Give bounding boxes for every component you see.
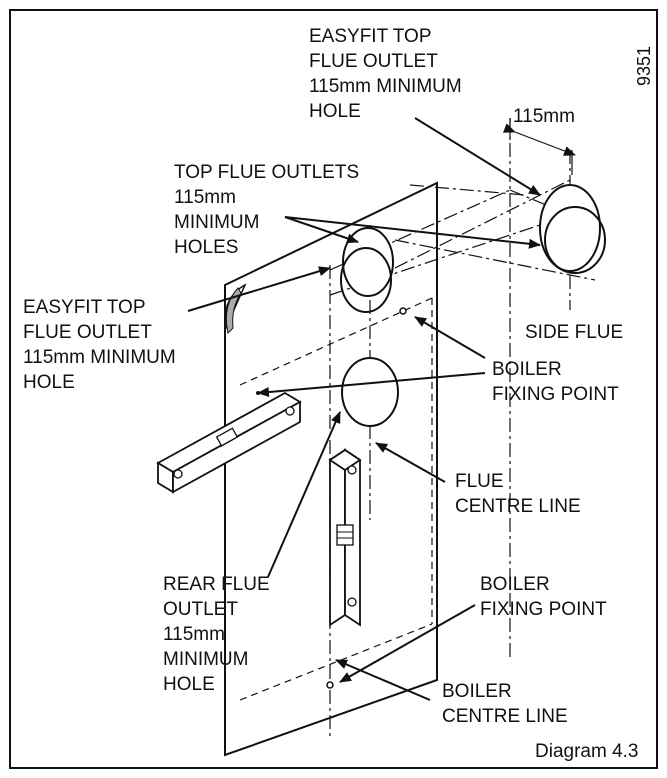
svg-text:HOLE: HOLE xyxy=(23,372,75,393)
fixing-point-lower-dot xyxy=(326,681,334,689)
svg-text:115mm: 115mm xyxy=(163,624,225,645)
dimension-115: 115mm xyxy=(502,106,576,175)
svg-text:OUTLET: OUTLET xyxy=(163,599,238,620)
svg-text:MINIMUM: MINIMUM xyxy=(174,212,259,233)
svg-text:SIDE FLUE: SIDE FLUE xyxy=(525,322,623,343)
label-easyfit-top-right: EASYFIT TOP FLUE OUTLET 115mm MINIMUM HO… xyxy=(309,26,462,122)
svg-text:BOILER: BOILER xyxy=(442,681,512,702)
svg-text:TOP FLUE OUTLETS: TOP FLUE OUTLETS xyxy=(174,162,359,183)
dimension-label: 115mm xyxy=(513,106,575,127)
label-side-flue: SIDE FLUE xyxy=(525,322,623,343)
label-flue-centre-line: FLUE CENTRE LINE xyxy=(455,471,581,517)
diagram-border xyxy=(9,9,658,769)
side-flue-hole xyxy=(539,184,601,272)
svg-text:EASYFIT TOP: EASYFIT TOP xyxy=(309,26,432,47)
svg-text:HOLE: HOLE xyxy=(163,674,215,695)
svg-text:MINIMUM: MINIMUM xyxy=(163,649,248,670)
svg-text:115mm: 115mm xyxy=(174,187,236,208)
flue-holes xyxy=(326,184,606,689)
label-boiler-fixing-point-lower: BOILER FIXING POINT xyxy=(480,574,607,620)
svg-text:CENTRE LINE: CENTRE LINE xyxy=(455,496,581,517)
svg-text:FIXING POINT: FIXING POINT xyxy=(492,384,619,405)
label-easyfit-top-left: EASYFIT TOP FLUE OUTLET 115mm MINIMUM HO… xyxy=(23,297,176,393)
figure-number: 9351 xyxy=(634,46,654,86)
label-rear-flue-outlet: REAR FLUE OUTLET 115mm MINIMUM HOLE xyxy=(163,574,270,695)
label-boiler-centre-line: BOILER CENTRE LINE xyxy=(442,681,568,727)
leader-arrows xyxy=(187,117,541,701)
curled-corner-shadow xyxy=(225,287,242,335)
diagram-caption: Diagram 4.3 xyxy=(535,741,639,762)
side-flue-hole-inner xyxy=(544,206,606,274)
fixing-point-upper-dot xyxy=(399,307,407,315)
svg-text:FLUE OUTLET: FLUE OUTLET xyxy=(23,322,152,343)
horizontal-spirit-level xyxy=(156,391,302,494)
top-flue-hole xyxy=(342,227,394,297)
svg-text:HOLE: HOLE xyxy=(309,101,361,122)
svg-text:HOLES: HOLES xyxy=(174,237,238,258)
svg-text:FIXING POINT: FIXING POINT xyxy=(480,599,607,620)
label-boiler-fixing-point-upper: BOILER FIXING POINT xyxy=(492,359,619,405)
rear-flue-hole xyxy=(341,357,399,427)
svg-text:BOILER: BOILER xyxy=(492,359,562,380)
svg-text:EASYFIT TOP: EASYFIT TOP xyxy=(23,297,146,318)
svg-text:115mm MINIMUM: 115mm MINIMUM xyxy=(23,347,176,368)
svg-text:CENTRE LINE: CENTRE LINE xyxy=(442,706,568,727)
svg-text:FLUE OUTLET: FLUE OUTLET xyxy=(309,51,438,72)
svg-text:BOILER: BOILER xyxy=(480,574,550,595)
svg-text:FLUE: FLUE xyxy=(455,471,504,492)
svg-text:115mm MINIMUM: 115mm MINIMUM xyxy=(309,76,462,97)
label-top-flue-outlets: TOP FLUE OUTLETS 115mm MINIMUM HOLES xyxy=(174,162,359,258)
top-flue-hole-inner xyxy=(340,247,392,313)
svg-text:REAR FLUE: REAR FLUE xyxy=(163,574,270,595)
vertical-spirit-level xyxy=(328,448,362,627)
